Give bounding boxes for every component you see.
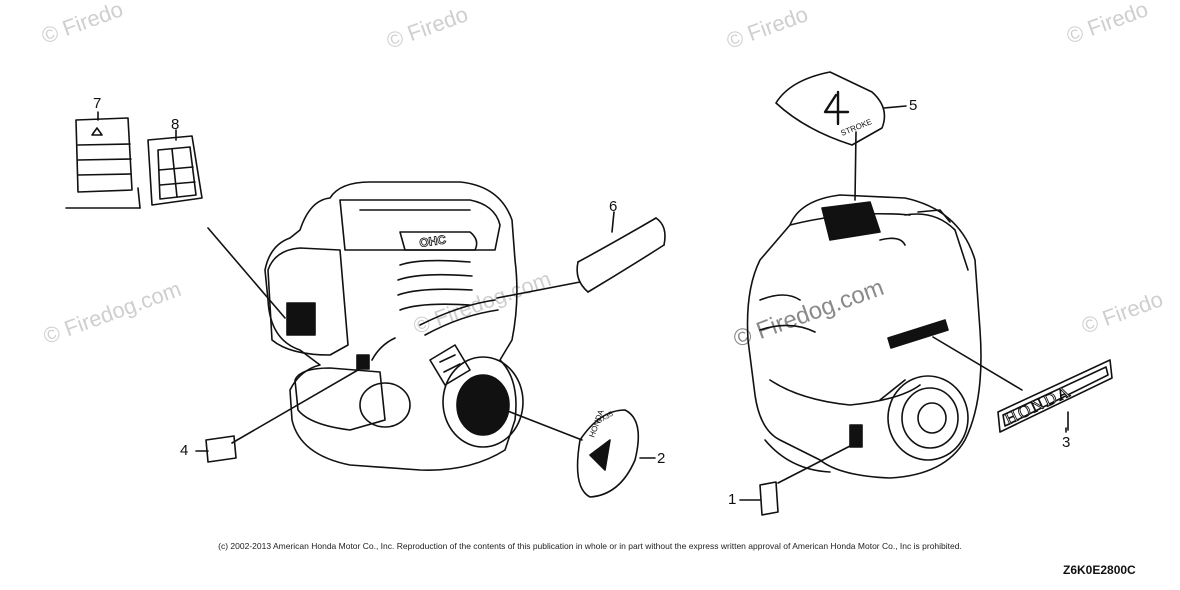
part-3-emblem xyxy=(997,359,1113,433)
part-7-label xyxy=(65,117,141,209)
part-6-hose xyxy=(576,217,666,293)
part-8-label xyxy=(147,135,203,206)
callout-3: 3 xyxy=(1062,434,1071,451)
callout-1: 1 xyxy=(728,491,737,508)
left-engine xyxy=(264,181,524,471)
copyright-notice: (c) 2002-2013 American Honda Motor Co., … xyxy=(218,541,962,551)
part-1-label xyxy=(759,481,779,516)
right-engine xyxy=(746,194,982,479)
engine-marking: OHC xyxy=(418,232,447,250)
callout-6: 6 xyxy=(609,198,618,215)
callout-5: 5 xyxy=(909,97,918,114)
callout-4: 4 xyxy=(180,442,189,459)
part-5-label xyxy=(775,71,907,146)
diagram-code: Z6K0E2800C xyxy=(1063,563,1136,577)
part-4-label xyxy=(205,435,237,463)
callout-7: 7 xyxy=(93,95,102,112)
part-2-emblem xyxy=(576,409,656,498)
callout-2: 2 xyxy=(657,450,666,467)
callout-8: 8 xyxy=(171,116,180,133)
